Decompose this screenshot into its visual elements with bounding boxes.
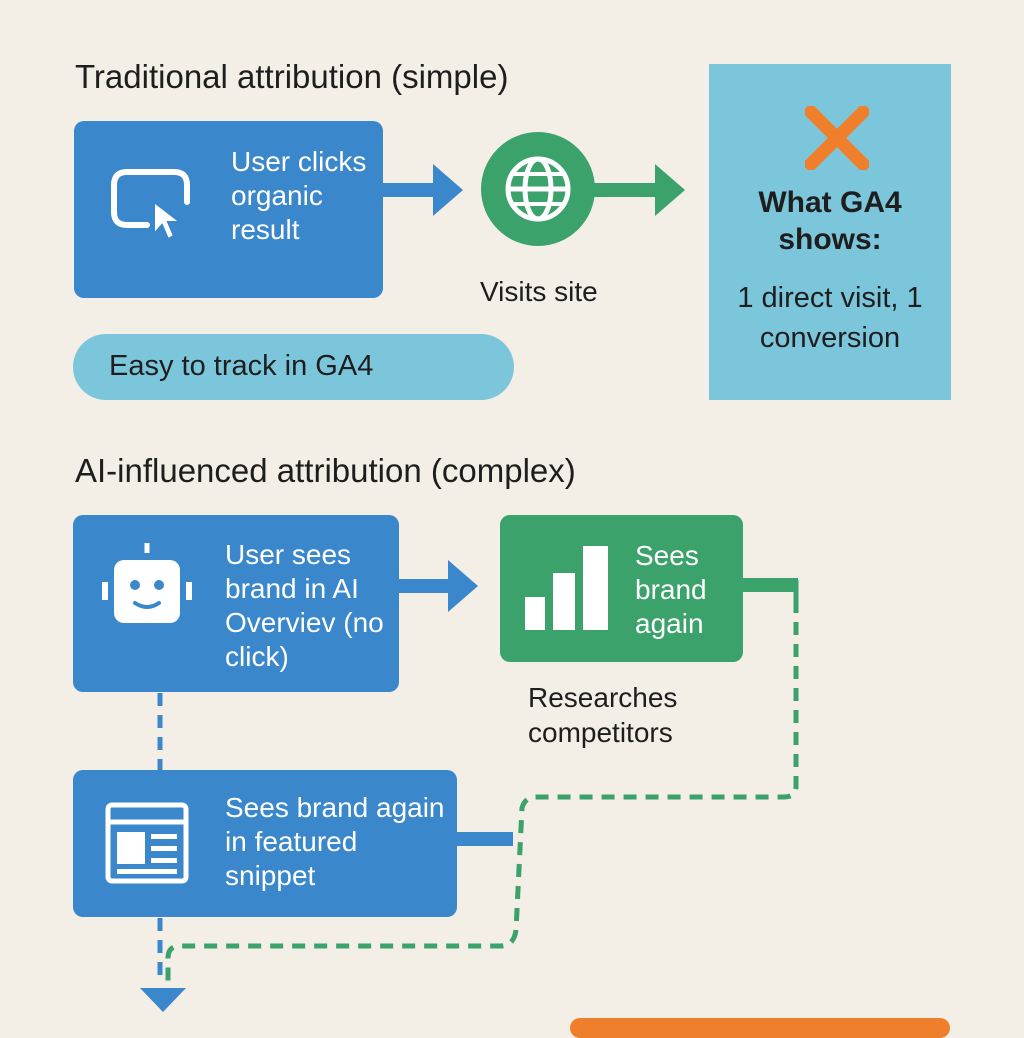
easy-to-track-label: Easy to track in GA4 [109, 350, 374, 382]
bottom-orange-box [570, 1018, 950, 1038]
ga4-panel: What GA4 shows: 1 direct visit, 1 conver… [709, 64, 951, 400]
ai-heading: AI-influenced attribution (complex) [75, 452, 576, 489]
sees-brand-box: Sees brand again [500, 515, 743, 662]
bar-chart-icon [525, 546, 608, 630]
arrow-down-icon [140, 988, 186, 1012]
featured-snippet-label: Sees brand again in featured snippet [225, 792, 445, 891]
ai-overview-label: User sees brand in AI Overviev (no click… [225, 539, 384, 672]
robot-icon [102, 543, 192, 623]
arrow-right-1 [383, 164, 463, 216]
traditional-heading: Traditional attribution (simple) [75, 58, 509, 95]
easy-to-track-badge: Easy to track in GA4 [73, 334, 514, 400]
user-clicks-box: User clicks organic result [74, 121, 383, 298]
x-mark-icon [805, 106, 869, 170]
user-clicks-label: User clicks organic result [231, 146, 367, 245]
ai-overview-box: User sees brand in AI Overviev (no click… [73, 515, 399, 692]
browser-window-icon [105, 802, 189, 884]
visits-site-label: Visits site [480, 276, 598, 307]
arrow-right-2 [593, 164, 685, 216]
featured-snippet-box: Sees brand again in featured snippet [73, 770, 457, 917]
arrow-right-3 [398, 560, 478, 612]
ga4-panel-body: 1 direct visit, 1 conversion [737, 282, 923, 354]
cursor-click-icon [111, 169, 190, 241]
researches-competitors-label: Researches competitors [528, 682, 678, 748]
visits-site-node [481, 132, 595, 246]
ga4-panel-title: What GA4 shows: [758, 186, 902, 256]
globe-icon [505, 156, 571, 222]
sees-brand-label: Sees brand again [635, 540, 707, 639]
